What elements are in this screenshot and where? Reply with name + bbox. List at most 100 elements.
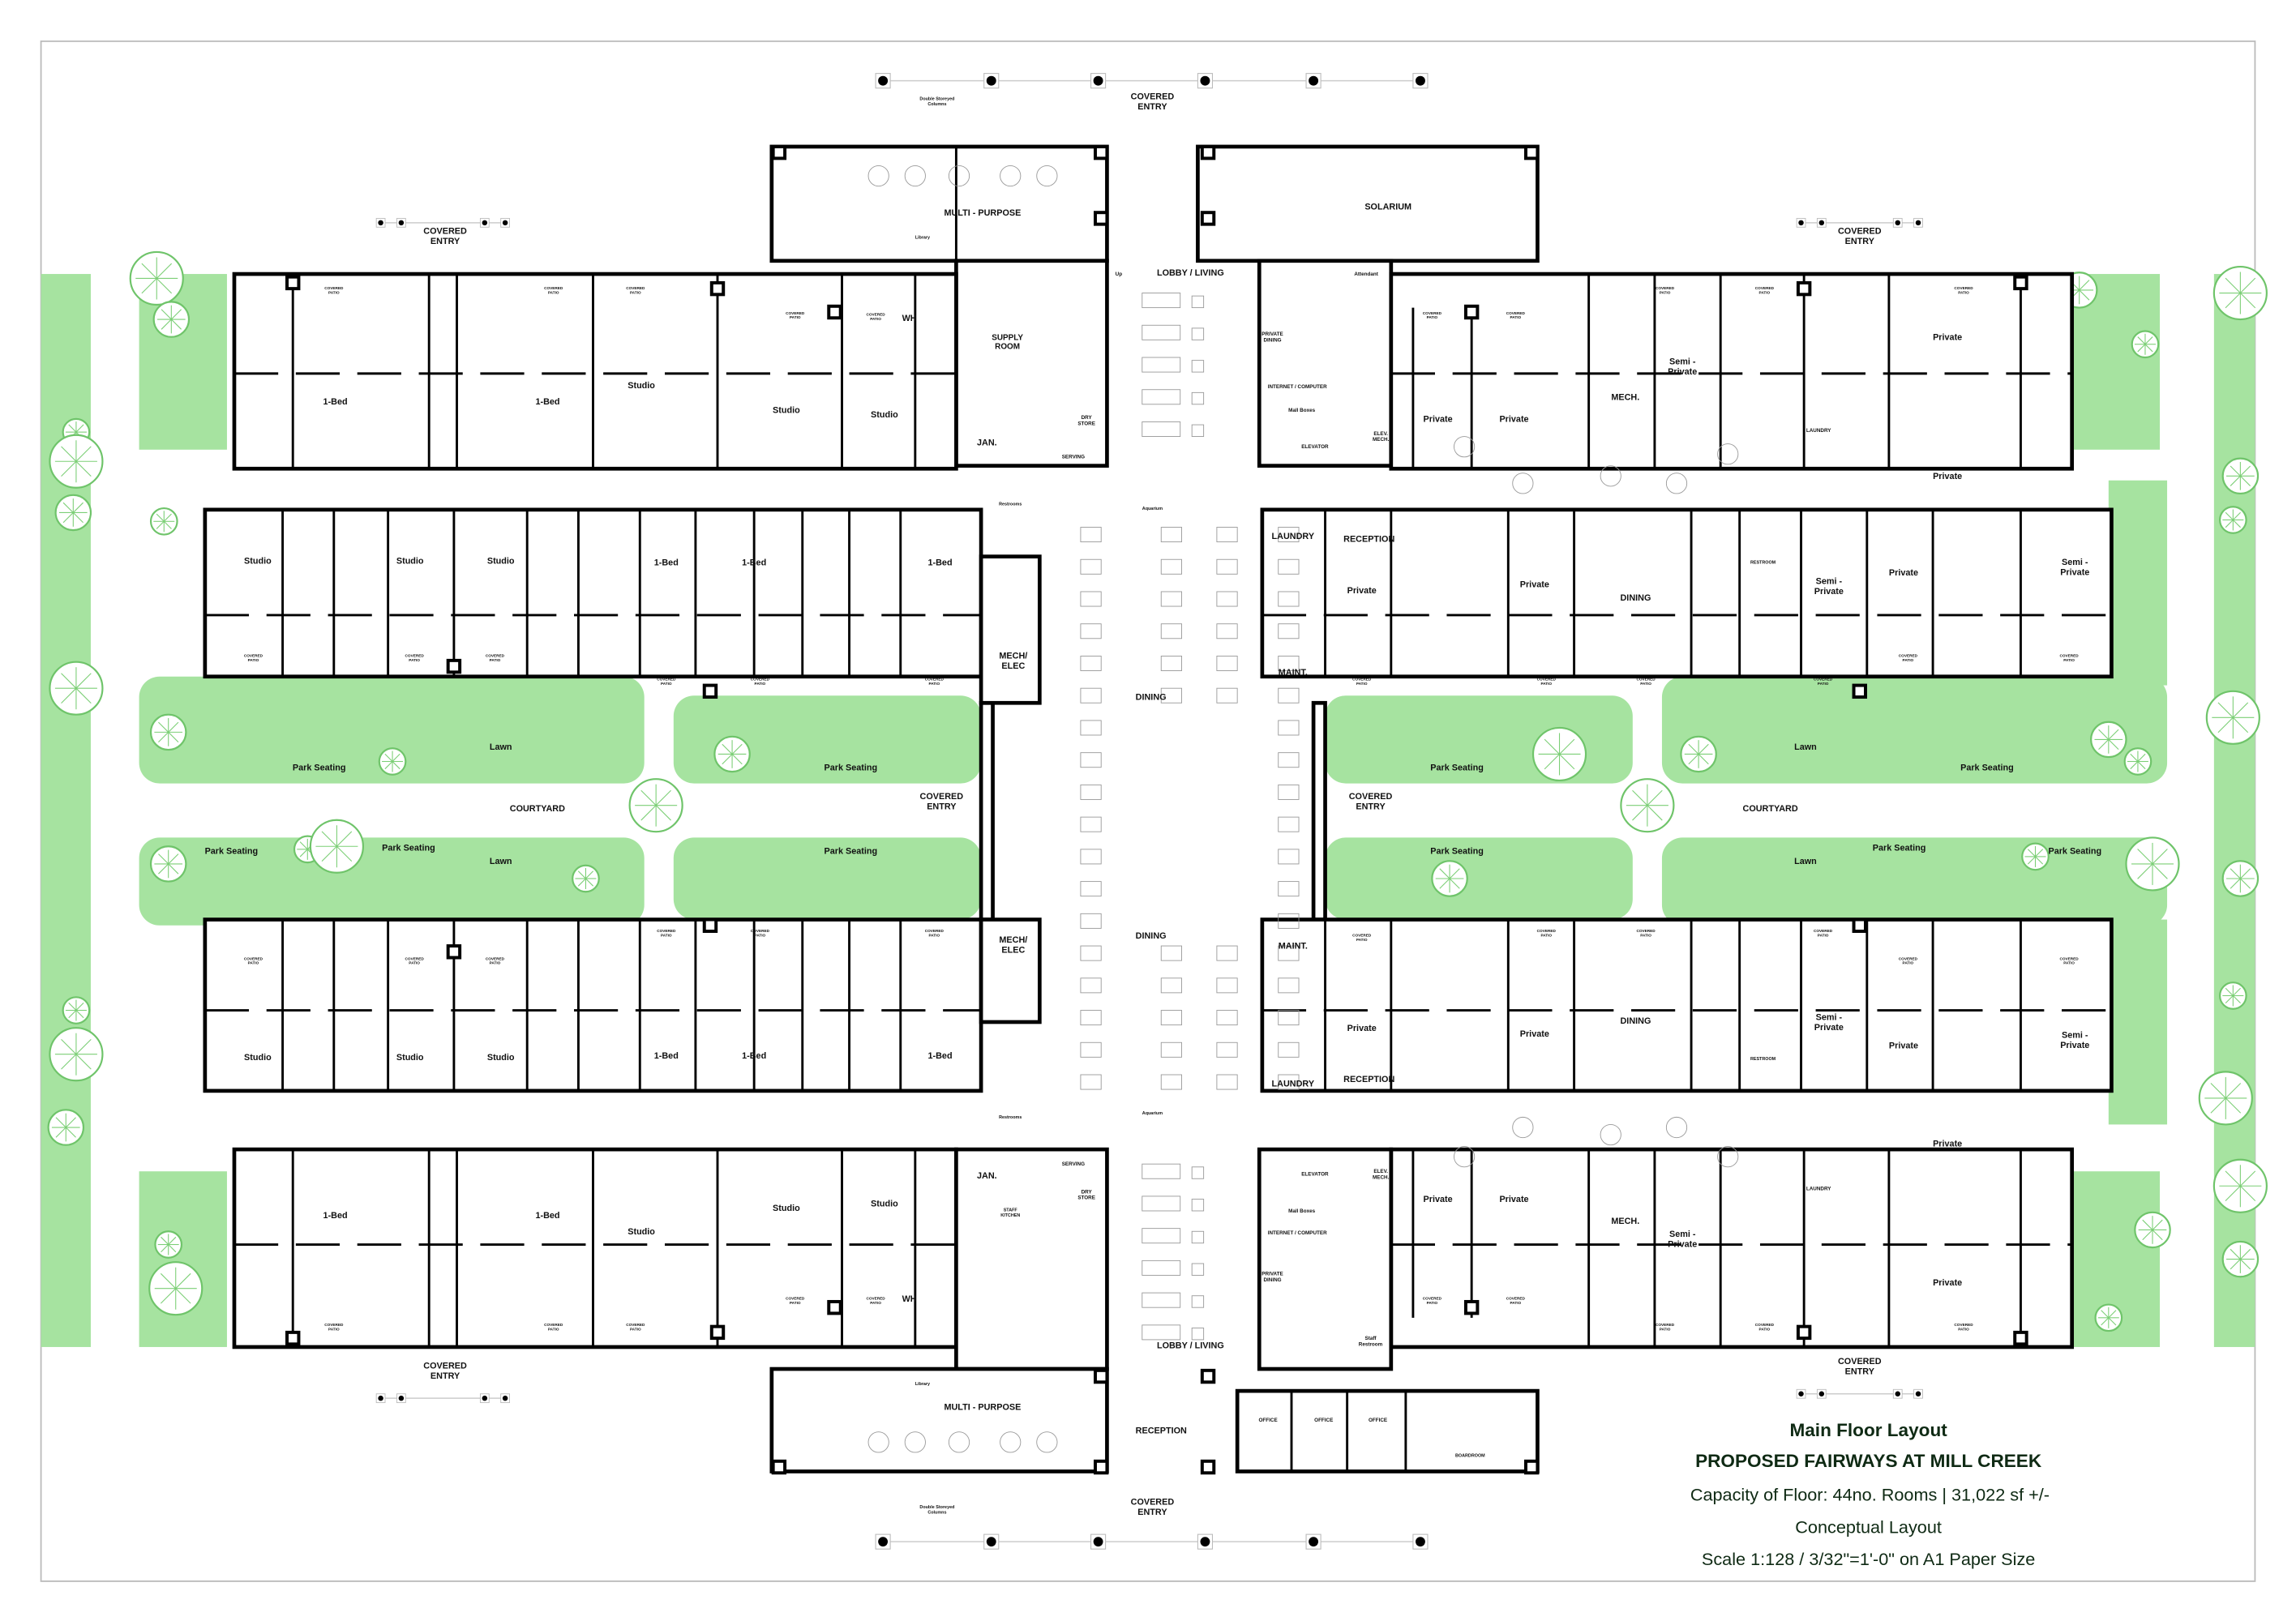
room-label: RESTROOM <box>1750 561 1776 566</box>
room-label: Private <box>1424 1195 1453 1204</box>
room-label: Park Seating <box>1430 846 1484 856</box>
tree-icon <box>2090 721 2127 759</box>
room-label: 1-Bed <box>927 1051 952 1061</box>
room-label: Park Seating <box>382 844 435 853</box>
column-icon <box>1309 75 1319 86</box>
room-label: LAUNDRY <box>1272 532 1315 541</box>
room-label: INTERNET / COMPUTER <box>1268 1230 1327 1236</box>
room-label: COURTYARD <box>510 804 565 814</box>
room-label: RESTROOM <box>1750 1057 1776 1062</box>
tree-icon <box>2218 506 2247 534</box>
column-icon <box>878 75 889 86</box>
room-label: Semi -Private <box>2060 558 2089 577</box>
tree-icon <box>1531 726 1587 782</box>
room-label: DINING <box>1620 593 1651 603</box>
room-label: ELEVATOR <box>1301 1172 1329 1178</box>
room-label: Private <box>1520 1029 1549 1039</box>
room-label: Semi -Private <box>1668 1230 1697 1249</box>
tree-icon <box>47 1109 85 1146</box>
room-label: INTERNET / COMPUTER <box>1268 384 1327 390</box>
room-label: Private <box>1499 1195 1528 1204</box>
entry-columns <box>375 73 1923 1550</box>
tree-icon <box>2212 265 2268 321</box>
tree-icon <box>148 1261 203 1316</box>
room-label: Studio <box>396 557 424 567</box>
tree-icon <box>2125 836 2180 892</box>
room-label: Studio <box>871 410 898 420</box>
room-label: Private <box>1933 1278 1962 1288</box>
room-label: Restrooms <box>999 502 1022 507</box>
room-label: Private <box>1889 568 1918 578</box>
column-icon <box>1093 75 1103 86</box>
room-label: Studio <box>396 1053 424 1063</box>
tree-icon <box>1620 778 1675 833</box>
room-label: Private <box>1499 414 1528 424</box>
building-walls <box>203 144 2114 1473</box>
tree-icon <box>2221 1240 2260 1278</box>
room-label: SERVING <box>1062 455 1085 460</box>
tree-icon <box>2212 1158 2268 1213</box>
tree-icon <box>149 845 187 883</box>
room-label: Library <box>915 236 930 241</box>
tree-icon <box>49 434 104 489</box>
plan-title: Main Floor Layout <box>1789 1420 1947 1440</box>
room-label: Attendant <box>1354 272 1378 277</box>
tree-icon <box>2221 457 2260 495</box>
room-label: Private <box>1347 586 1377 596</box>
room-label: LOBBY / LIVING <box>1157 1341 1224 1351</box>
room-label: Park Seating <box>825 846 878 856</box>
room-label: DINING <box>1136 693 1167 703</box>
room-label: Private <box>1347 1024 1377 1033</box>
room-label: Aquarium <box>1142 1111 1163 1116</box>
room-label: 1-Bed <box>535 1211 559 1221</box>
room-label: Semi -Private <box>1814 1013 1844 1033</box>
tree-icon <box>152 301 191 338</box>
room-label: Park Seating <box>293 763 346 772</box>
room-label: Park Seating <box>825 763 878 772</box>
room-label: Studio <box>628 381 655 391</box>
room-label: Lawn <box>490 742 512 752</box>
room-label: ELEV.MECH. <box>1373 431 1390 443</box>
column-icon <box>1415 1537 1425 1547</box>
room-label: Studio <box>244 557 272 567</box>
room-label: Park Seating <box>2048 846 2101 856</box>
room-label: MECH/ELEC <box>999 652 1027 671</box>
room-label: MULTI - PURPOSE <box>944 1403 1021 1413</box>
room-label: SOLARIUM <box>1364 203 1411 212</box>
room-label: MULTI - PURPOSE <box>944 208 1021 218</box>
room-label: WH <box>902 1294 917 1304</box>
column-icon <box>1093 1537 1103 1547</box>
room-label: Studio <box>628 1227 655 1237</box>
